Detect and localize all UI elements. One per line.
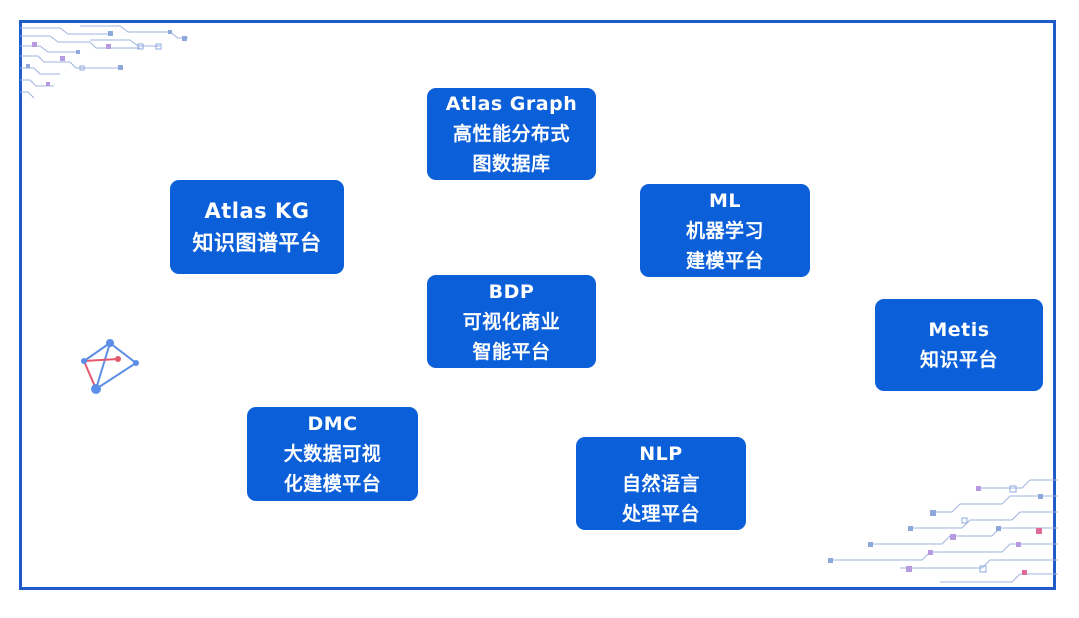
- node-line: 自然语言: [621, 472, 700, 495]
- node-atlas-kg: Atlas KG 知识图谱平台: [170, 180, 344, 274]
- network-graph-icon: [81, 339, 139, 394]
- node-dmc: DMC 大数据可视 化建模平台: [247, 407, 418, 501]
- node-line: 图数据库: [472, 153, 551, 175]
- node-title: Atlas Graph: [445, 93, 578, 115]
- node-title: Atlas KG: [204, 199, 310, 223]
- node-line: 大数据可视: [283, 443, 382, 465]
- circuit-pattern-icon: [20, 25, 188, 99]
- node-line: 处理平台: [621, 502, 700, 525]
- node-line: 知识平台: [919, 349, 998, 371]
- node-title: DMC: [307, 413, 358, 435]
- node-line: 高性能分布式: [452, 123, 570, 145]
- node-line: 建模平台: [685, 249, 764, 272]
- node-line: 化建模平台: [283, 473, 382, 495]
- node-nlp: NLP 自然语言 处理平台: [576, 437, 746, 530]
- node-line: 机器学习: [685, 219, 764, 242]
- circuit-pattern-icon: [828, 479, 1058, 583]
- node-metis: Metis 知识平台: [875, 299, 1043, 391]
- node-line: 智能平台: [472, 340, 551, 363]
- node-title: Metis: [928, 319, 990, 341]
- node-title: NLP: [639, 442, 683, 465]
- node-line: 知识图谱平台: [192, 231, 322, 255]
- node-ml: ML 机器学习 建模平台: [640, 184, 810, 277]
- node-line: 可视化商业: [462, 310, 561, 333]
- node-bdp: BDP 可视化商业 智能平台: [427, 275, 596, 368]
- node-title: ML: [708, 189, 741, 212]
- node-atlas-graph: Atlas Graph 高性能分布式 图数据库: [427, 88, 596, 180]
- node-title: BDP: [488, 280, 535, 303]
